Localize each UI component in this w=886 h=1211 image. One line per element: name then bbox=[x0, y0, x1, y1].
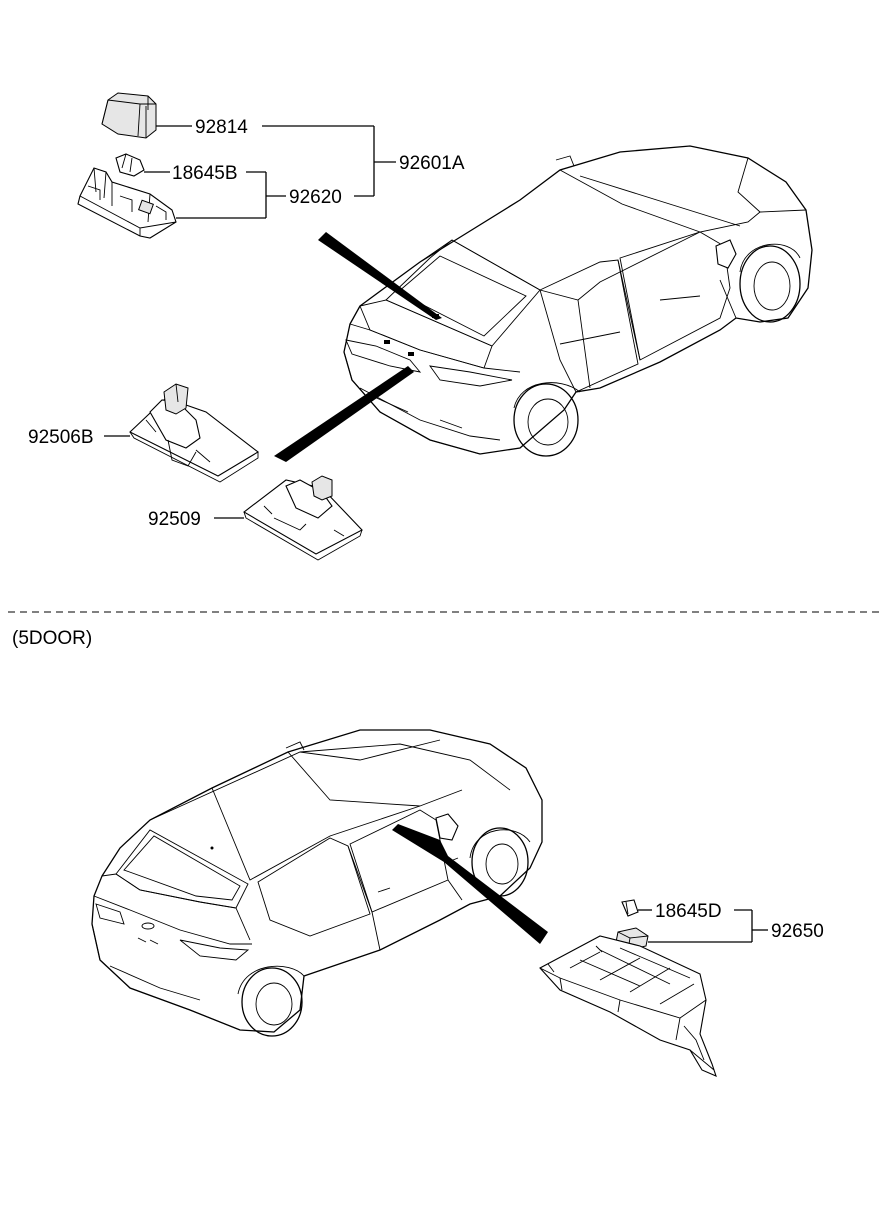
label-92814[interactable]: 92814 bbox=[195, 117, 248, 138]
sedan-car-illustration bbox=[343, 145, 813, 457]
part-92620-housing[interactable] bbox=[77, 167, 177, 239]
label-18645B[interactable]: 18645B bbox=[172, 163, 238, 184]
part-18645D-bulb[interactable] bbox=[621, 899, 639, 917]
part-92506B-license-lamp[interactable] bbox=[129, 383, 259, 483]
label-92506B[interactable]: 92506B bbox=[28, 427, 94, 448]
label-18645D[interactable]: 18645D bbox=[655, 901, 722, 922]
label-92601A[interactable]: 92601A bbox=[399, 153, 465, 174]
pointer-band-bottom bbox=[392, 824, 548, 944]
label-92509[interactable]: 92509 bbox=[148, 509, 201, 530]
hatchback-car-illustration bbox=[91, 729, 543, 1037]
label-92650[interactable]: 92650 bbox=[771, 921, 824, 942]
leader-lines-top bbox=[144, 125, 396, 219]
part-92509-license-lamp[interactable] bbox=[243, 475, 363, 561]
part-92814-lens[interactable] bbox=[101, 92, 157, 139]
leader-lines-bottom bbox=[638, 909, 768, 943]
pointer-bands-top bbox=[274, 232, 442, 462]
part-18645B-bulb[interactable] bbox=[115, 153, 145, 177]
section-label-5door: (5DOOR) bbox=[12, 628, 92, 649]
label-92620[interactable]: 92620 bbox=[289, 187, 342, 208]
glovebox-assembly[interactable] bbox=[539, 935, 717, 1077]
